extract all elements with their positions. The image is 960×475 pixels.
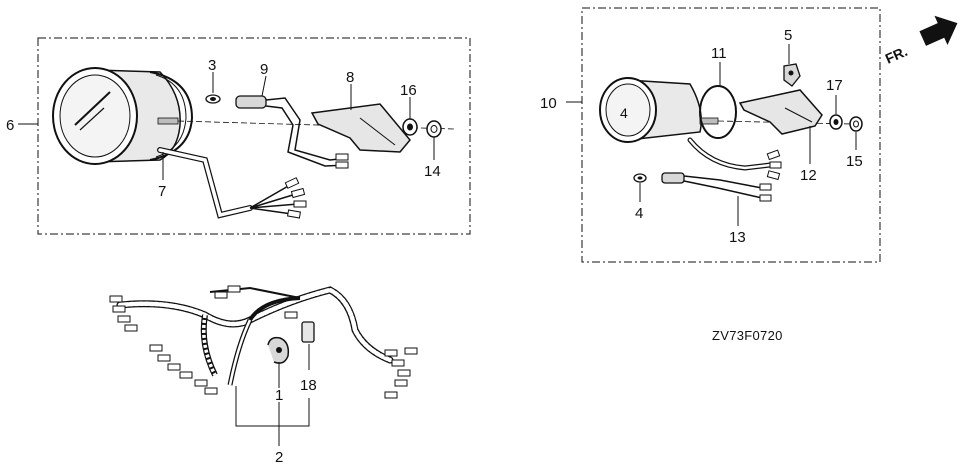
grommet-3-icon [205,94,221,104]
nut-14-icon [426,120,442,138]
lamp-socket-13-icon [661,172,772,202]
callout-1: 1 [275,387,283,404]
callout-labels: 6 3 9 8 16 14 7 10 11 5 17 15 12 4 13 1 … [6,27,863,466]
callout-7: 7 [158,183,166,200]
svg-text:4: 4 [620,105,628,121]
callout-12: 12 [800,167,817,184]
callout-18: 18 [300,377,317,394]
clip-5-icon [783,63,801,87]
lamp-socket-9-icon [235,95,349,169]
callout-4: 4 [635,205,643,222]
clamp-1-icon [267,336,290,364]
nut-15-icon [849,116,863,132]
trim-meter-assembly-group: 4 [566,7,881,263]
retaining-ring-11-icon [699,85,737,139]
callout-14: 14 [424,163,441,180]
callout-3: 3 [208,57,216,74]
washer-16-icon [402,118,418,136]
callout-11: 11 [711,45,727,62]
trim-cable-icon [687,137,782,181]
washer-17-icon [829,114,843,130]
callout-5: 5 [784,27,792,44]
bracket-8-icon [310,103,411,153]
group-10-border [581,7,881,263]
wire-harness-icon [109,285,418,399]
drawing-code: ZV73F0720 [712,328,783,343]
bracket-12-icon [738,89,823,135]
grommet-4-icon [633,173,647,183]
callout-8: 8 [346,69,354,86]
tacho-cable-icon [157,147,307,219]
callout-10: 10 [540,95,557,112]
callout-2: 2 [275,449,283,466]
front-arrow-icon [919,15,958,46]
connector-18-icon [301,321,315,343]
callout-16: 16 [400,82,417,99]
harness-callout-lines [235,344,310,446]
callout-17: 17 [826,77,843,94]
callout-15: 15 [846,153,863,170]
tachometer-assembly-group [18,37,471,235]
group-6-border [37,37,471,235]
trim-meter-gauge-icon: 4 [599,77,853,143]
callout-9: 9 [260,61,268,78]
callout-6: 6 [6,117,14,134]
callout-13: 13 [729,229,746,246]
front-indicator: FR. [883,43,910,67]
